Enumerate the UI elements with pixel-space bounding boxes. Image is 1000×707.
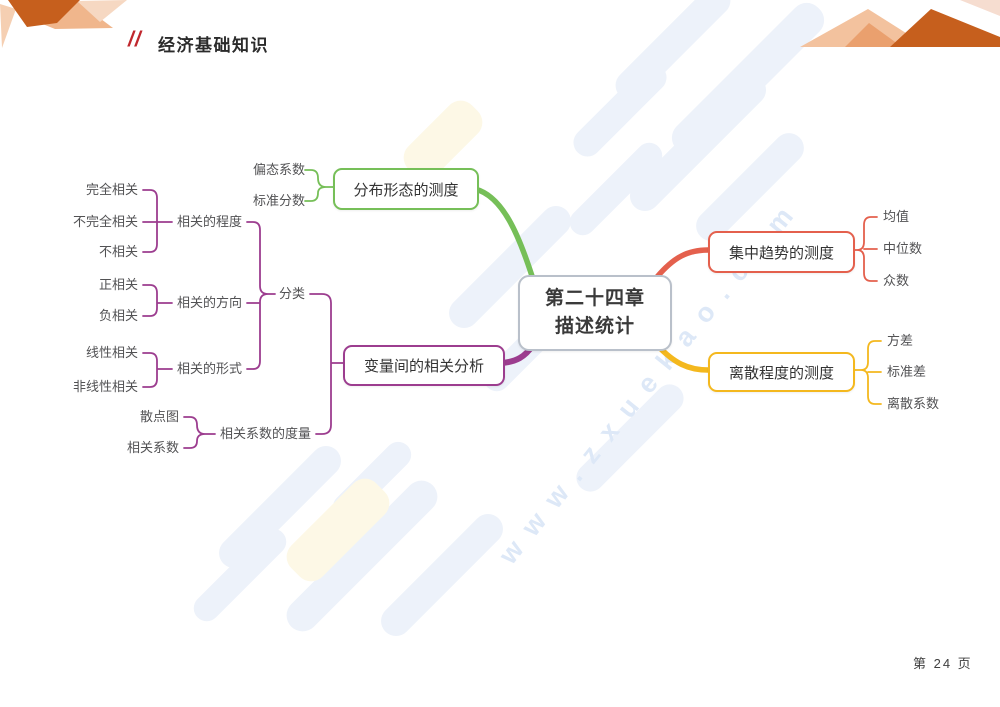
- decoration-triangle: [8, 0, 80, 27]
- center-node-line2: 描述统计: [554, 316, 635, 337]
- connector-form-items: [142, 352, 173, 388]
- leaf-standard-deviation: 标准差: [887, 364, 927, 379]
- leaf-no-correlation: 不相关: [98, 244, 138, 259]
- branch-curve-central-tendency: [654, 247, 711, 280]
- node-correlation-direction: 相关的方向: [177, 295, 243, 310]
- leaf-skewness-coefficient: 偏态系数: [252, 162, 305, 177]
- leaf-imperfect-correlation: 不完全相关: [72, 214, 138, 229]
- decoration-triangle: [960, 0, 1000, 16]
- topic-node-dispersion: 离散程度的测度: [708, 352, 855, 392]
- page-number: 第 24 页: [913, 656, 973, 671]
- leaf-standard-score: 标准分数: [252, 193, 305, 208]
- page-title: 经济基础知识: [158, 36, 269, 55]
- branch-curve-distribution: [472, 186, 535, 279]
- node-correlation-coefficient-measurement: 相关系数的度量: [220, 426, 312, 441]
- leaf-correlation-coefficient: 相关系数: [126, 440, 179, 455]
- center-node-line1: 第二十四章: [544, 288, 645, 310]
- topic-node-correlation-analysis: 变量间的相关分析: [343, 345, 505, 386]
- connector-dispersion-children: [850, 340, 882, 405]
- decoration-triangle: [77, 0, 127, 22]
- connector-classification-groups: [246, 221, 276, 370]
- connector-direction-items: [142, 284, 173, 317]
- decoration-triangle: [845, 23, 902, 47]
- leaf-mode: 众数: [883, 273, 910, 288]
- node-correlation-degree: 相关的程度: [177, 214, 243, 229]
- leaf-coefficient-of-variation: 离散系数: [887, 396, 940, 411]
- leaf-scatter-plot: 散点图: [139, 409, 179, 424]
- leaf-median: 中位数: [883, 241, 923, 256]
- header-accent-slashes: //: [128, 28, 142, 51]
- center-node-chapter: 第二十四章 描述统计: [518, 275, 672, 351]
- leaf-nonlinear-correlation: 非线性相关: [72, 379, 138, 394]
- topic-node-central-tendency: 集中趋势的测度: [708, 231, 855, 273]
- node-classification: 分类: [279, 286, 306, 301]
- leaf-negative-correlation: 负相关: [98, 308, 138, 323]
- leaf-mean: 均值: [883, 209, 910, 224]
- connector-measurement-items: [183, 416, 216, 449]
- connector-correlation-trunk: [309, 293, 344, 435]
- connector-distribution-children: [304, 169, 334, 202]
- leaf-linear-correlation: 线性相关: [85, 345, 138, 360]
- decoration-triangle: [890, 9, 1000, 47]
- leaf-perfect-correlation: 完全相关: [85, 182, 138, 197]
- connector-central-tendency-children: [850, 216, 878, 282]
- leaf-positive-correlation: 正相关: [98, 277, 138, 292]
- connector-degree-items: [142, 189, 173, 253]
- decoration-triangle: [0, 4, 16, 48]
- topic-node-distribution-shape: 分布形态的测度: [333, 168, 479, 210]
- node-correlation-form: 相关的形式: [177, 361, 243, 376]
- leaf-variance: 方差: [887, 333, 914, 348]
